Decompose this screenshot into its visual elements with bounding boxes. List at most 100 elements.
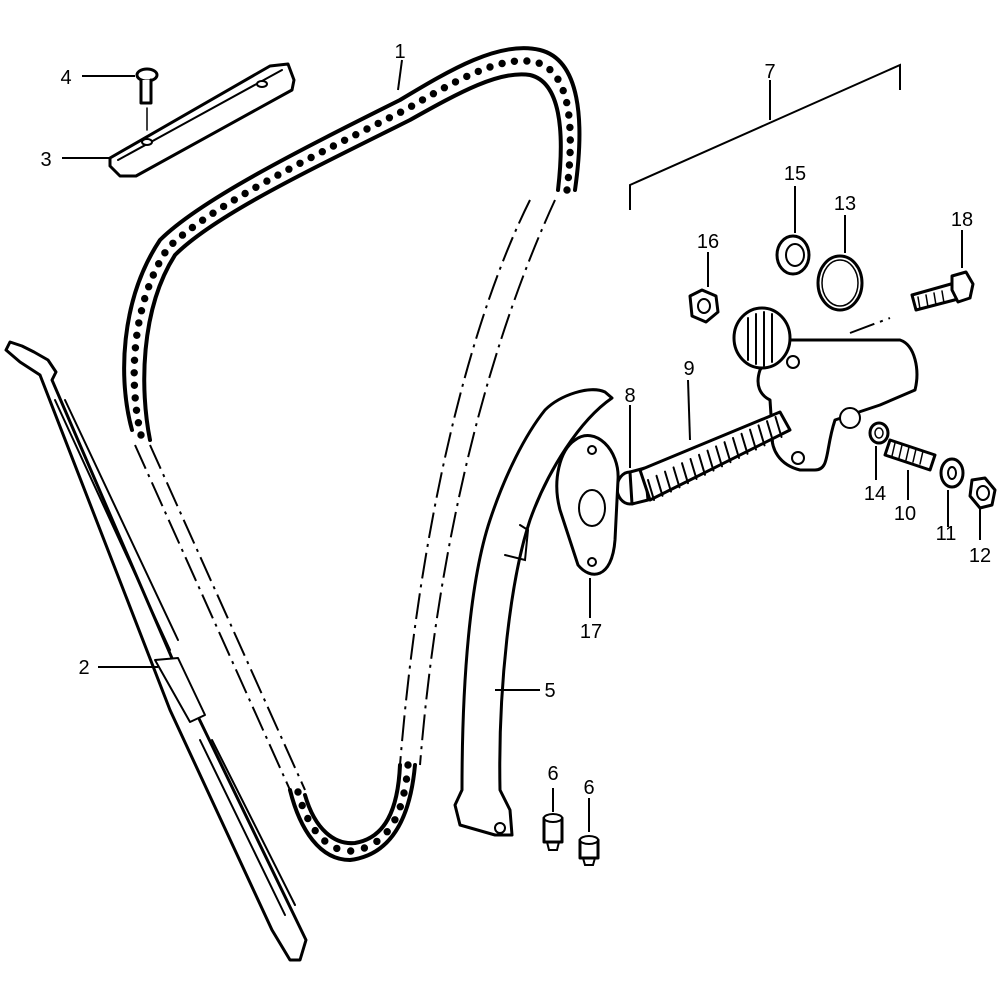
callout-3: 3 <box>40 149 51 171</box>
spring-coil <box>774 416 783 438</box>
callout-9: 9 <box>683 358 694 380</box>
chain-links-top <box>130 57 574 439</box>
chain-pin <box>263 177 271 185</box>
dowel-pin-a <box>542 813 564 851</box>
chain-pin <box>486 63 494 71</box>
chain-pin <box>566 123 574 132</box>
chain-pin <box>198 216 207 224</box>
chain-pin <box>565 111 573 119</box>
chain-phantom-left-inner <box>149 444 306 791</box>
chain-pin <box>132 406 141 414</box>
chain-pin <box>352 131 360 139</box>
chain-pin <box>566 136 574 144</box>
spring-coils <box>647 416 783 501</box>
chain-pin <box>402 775 411 783</box>
spring-coil <box>689 458 698 480</box>
chain-pin <box>563 186 571 194</box>
chain-phantom-right-outer <box>399 199 531 766</box>
gasket <box>555 434 620 576</box>
chain-pin <box>333 844 341 853</box>
chain-pin <box>407 102 416 110</box>
callout-10: 10 <box>894 503 916 525</box>
chain-links-bottom <box>294 761 412 855</box>
plunger <box>615 466 650 506</box>
chain-pin <box>523 57 531 65</box>
stud-bolt <box>883 438 937 472</box>
chain-pin <box>498 59 506 68</box>
small-washer <box>868 421 890 445</box>
callout-6a: 6 <box>547 763 558 785</box>
callout-5: 5 <box>544 680 555 702</box>
bolt <box>910 270 975 312</box>
callout-7: 7 <box>764 61 775 83</box>
chain-pin <box>188 223 197 232</box>
callout-18: 18 <box>951 209 973 231</box>
chain-pin <box>145 283 153 291</box>
chain-pin <box>230 196 239 204</box>
nut-left <box>688 288 720 324</box>
spring-coil <box>757 424 766 447</box>
cam-chain <box>122 46 582 862</box>
chain-pin <box>535 59 543 67</box>
chain-pin <box>130 356 139 364</box>
chain-pin <box>566 148 574 157</box>
callout-11: 11 <box>936 523 957 545</box>
chain-pin <box>451 78 460 86</box>
spring-coil <box>732 437 740 459</box>
chain-pin <box>321 837 329 845</box>
chain-pin <box>298 801 306 810</box>
chain-pin <box>141 294 149 303</box>
chain-pin <box>241 189 249 198</box>
chain-pin <box>510 57 519 65</box>
chain-pin <box>396 108 405 116</box>
nut-right <box>968 476 997 510</box>
chain-pin <box>554 75 562 83</box>
spring-coil <box>749 428 757 451</box>
chain-phantom-left-outer <box>134 444 291 791</box>
chain-pin <box>440 84 449 92</box>
callout-4: 4 <box>60 67 71 89</box>
chain-pin <box>296 159 304 168</box>
chain-pin <box>400 789 408 797</box>
chain-pin <box>340 136 349 145</box>
spring-coil <box>672 466 681 489</box>
chain-pin <box>391 816 399 824</box>
chain-pin <box>161 249 169 257</box>
dowel-pin-b <box>578 835 600 866</box>
chain-pin <box>131 394 139 402</box>
chain-pin <box>135 319 143 327</box>
callout-14: 14 <box>864 483 886 505</box>
chain-pin <box>429 90 438 98</box>
tensioner-slipper <box>453 388 614 837</box>
chain-pin <box>385 114 394 122</box>
callout-15: 15 <box>784 163 806 185</box>
chain-pin <box>347 847 355 855</box>
callout-labels: 1 2 3 4 5 6 6 7 8 9 10 11 12 13 14 15 16… <box>40 41 991 799</box>
spring-coil <box>647 479 655 501</box>
chain-pin <box>564 173 573 182</box>
chain-pin <box>274 171 282 179</box>
chain-pin <box>474 67 482 76</box>
chain-pin <box>137 307 146 315</box>
screw <box>135 67 159 131</box>
spring-coil <box>706 449 715 472</box>
guide-bar <box>108 62 296 178</box>
spring-coil <box>681 462 689 485</box>
chain-pin <box>285 165 293 173</box>
callout-2: 2 <box>78 657 89 679</box>
chain-pin <box>404 761 412 769</box>
chain-pin <box>149 271 158 279</box>
chain-pin <box>252 183 260 192</box>
spring-coil <box>698 453 706 476</box>
tensioner-spring <box>638 410 792 502</box>
chain-pin <box>178 231 187 239</box>
chain-pin <box>307 153 315 162</box>
chain-pin <box>418 96 427 104</box>
seal <box>775 234 811 276</box>
chain-pin <box>155 260 163 268</box>
chain-pin <box>304 814 312 823</box>
chain-phantom-right-inner <box>419 199 556 766</box>
callout-12: 12 <box>969 545 991 567</box>
chain-pin <box>133 331 141 339</box>
chain-pin <box>131 344 140 352</box>
